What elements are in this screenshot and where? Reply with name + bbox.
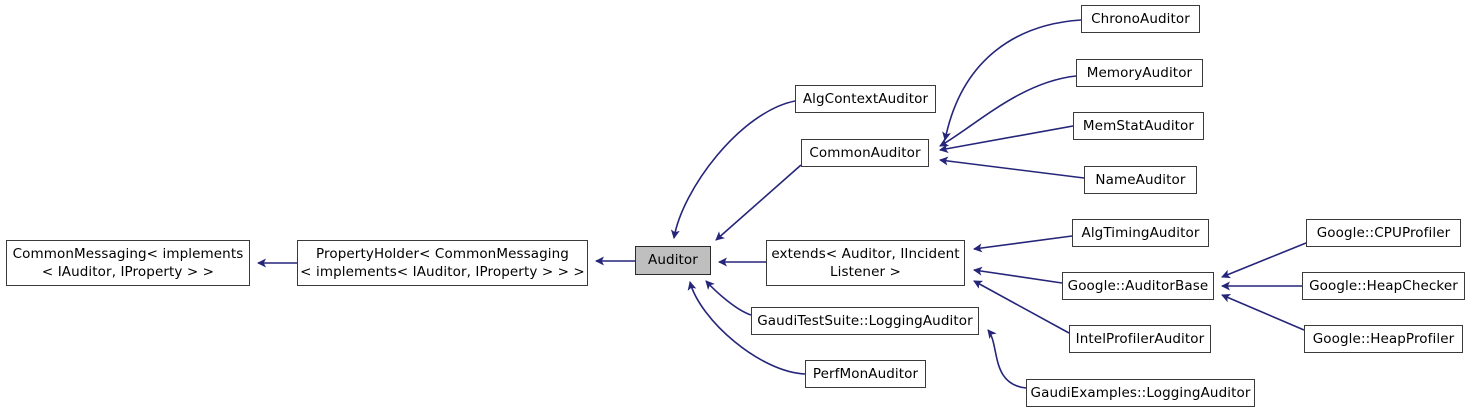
class-node-label: NameAuditor (1095, 171, 1186, 188)
class-node-common-auditor[interactable]: CommonAuditor (801, 139, 929, 167)
class-node-label: PropertyHolder< CommonMessaging < implem… (300, 245, 585, 280)
class-node-perfmon-auditor[interactable]: PerfMonAuditor (805, 360, 926, 388)
edge-alg-timing-auditor-to-extends-auditor-iincidentlistener (973, 235, 1073, 253)
edge-google-heap-profiler-to-google-auditor-base (1221, 294, 1305, 331)
class-node-label: MemoryAuditor (1086, 64, 1193, 81)
class-node-property-holder[interactable]: PropertyHolder< CommonMessaging < implem… (297, 240, 588, 286)
class-node-gauditestsuite-logging-auditor[interactable]: GaudiTestSuite::LoggingAuditor (751, 307, 979, 335)
edge-google-auditor-base-to-extends-auditor-iincidentlistener (973, 266, 1063, 284)
class-node-label: AlgContextAuditor (802, 90, 929, 107)
class-node-label: ChronoAuditor (1091, 10, 1190, 27)
class-node-mem-stat-auditor[interactable]: MemStatAuditor (1073, 112, 1204, 140)
class-node-alg-timing-auditor[interactable]: AlgTimingAuditor (1072, 219, 1209, 247)
class-node-common-messaging[interactable]: CommonMessaging< implements < IAuditor, … (6, 240, 250, 286)
class-node-label: GaudiTestSuite::LoggingAuditor (757, 312, 973, 329)
class-node-intel-profiler-auditor[interactable]: IntelProfilerAuditor (1069, 325, 1211, 353)
class-node-memory-auditor[interactable]: MemoryAuditor (1076, 59, 1203, 87)
class-node-label: CommonAuditor (809, 144, 921, 161)
edge-gauditestsuite-logging-auditor-to-auditor (705, 280, 752, 316)
edge-mem-stat-auditor-to-common-auditor (939, 125, 1074, 154)
class-node-label: GaudiExamples::LoggingAuditor (1030, 384, 1251, 401)
class-node-label: Google::CPUProfiler (1316, 224, 1451, 241)
edge-intel-profiler-auditor-to-extends-auditor-iincidentlistener (973, 280, 1070, 334)
class-node-label: Auditor (648, 252, 698, 269)
class-node-google-cpu-profiler[interactable]: Google::CPUProfiler (1306, 219, 1461, 247)
edge-alg-context-auditor-to-auditor (670, 100, 796, 239)
class-node-extends-auditor-iincidentlistener[interactable]: extends< Auditor, IIncident Listener > (766, 240, 965, 286)
class-node-label: MemStatAuditor (1082, 117, 1195, 134)
class-node-google-auditor-base[interactable]: Google::AuditorBase (1062, 272, 1214, 300)
class-node-label: CommonMessaging< implements < IAuditor, … (12, 245, 244, 280)
edge-memory-auditor-to-common-auditor (939, 75, 1077, 147)
edge-gaudiexamples-logging-auditor-to-gauditestsuite-logging-auditor (987, 329, 1027, 389)
edge-google-cpu-profiler-to-google-auditor-base (1221, 242, 1307, 279)
class-node-auditor[interactable]: Auditor (635, 246, 711, 275)
class-node-label: Google::HeapChecker (1309, 277, 1458, 294)
class-node-google-heap-profiler[interactable]: Google::HeapProfiler (1304, 325, 1463, 353)
class-node-google-heap-checker[interactable]: Google::HeapChecker (1302, 272, 1465, 300)
class-node-chrono-auditor[interactable]: ChronoAuditor (1081, 5, 1200, 33)
edge-chrono-auditor-to-common-auditor (942, 19, 1082, 141)
class-node-label: Google::AuditorBase (1067, 277, 1209, 294)
class-node-label: extends< Auditor, IIncident Listener > (771, 245, 960, 280)
class-node-alg-context-auditor[interactable]: AlgContextAuditor (795, 85, 936, 113)
class-node-label: AlgTimingAuditor (1081, 224, 1200, 241)
class-node-gaudiexamples-logging-auditor[interactable]: GaudiExamples::LoggingAuditor (1026, 379, 1255, 407)
class-node-label: IntelProfilerAuditor (1075, 330, 1205, 347)
edge-common-auditor-to-auditor (715, 164, 802, 241)
class-node-name-auditor[interactable]: NameAuditor (1084, 166, 1197, 194)
class-node-label: Google::HeapProfiler (1312, 330, 1455, 347)
edge-name-auditor-to-common-auditor (939, 156, 1085, 179)
class-node-label: PerfMonAuditor (812, 365, 919, 382)
